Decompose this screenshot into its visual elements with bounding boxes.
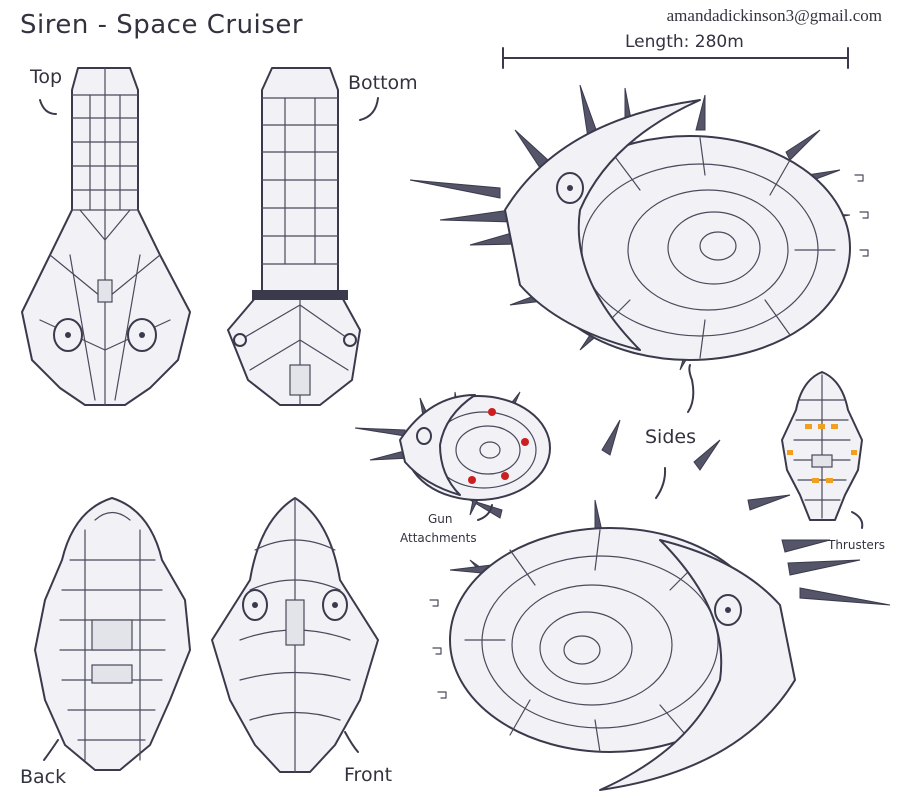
label-front: Front <box>344 764 393 786</box>
side-view-upper-drawing <box>409 84 869 371</box>
gun-mount-2 <box>521 438 529 446</box>
top-leader-line <box>39 99 57 115</box>
thruster-4 <box>787 450 793 455</box>
label-back: Back <box>20 766 67 788</box>
gun-mount-1 <box>488 408 496 416</box>
gun-mount-3 <box>468 476 476 484</box>
sides-leader-bottom <box>655 467 667 499</box>
thruster-1 <box>805 424 812 429</box>
label-gun: Gun <box>428 512 453 526</box>
gun-mount-4 <box>501 472 509 480</box>
length-label: Length: 280m <box>625 32 744 52</box>
thruster-7 <box>826 478 833 483</box>
top-view-drawing <box>21 67 191 406</box>
sides-leader-top <box>687 364 695 413</box>
back-leader-line <box>43 739 59 761</box>
label-thrusters: Thrusters <box>828 538 885 552</box>
thrusters-drawing <box>781 371 863 521</box>
label-bottom: Bottom <box>348 72 418 94</box>
bottom-view-drawing <box>227 67 361 406</box>
thruster-3 <box>831 424 838 429</box>
thruster-2 <box>818 424 825 429</box>
front-view-drawing <box>211 497 379 773</box>
length-scale-bar <box>502 47 849 69</box>
front-leader-line <box>344 731 359 753</box>
back-view-drawing <box>34 497 191 771</box>
thruster-6 <box>812 478 819 483</box>
side-view-lower-drawing <box>429 419 891 791</box>
thrusters-leader-line <box>851 511 864 529</box>
bottom-leader-line <box>359 97 379 121</box>
sheet-title: Siren - Space Cruiser <box>20 10 304 40</box>
label-attachments: Attachments <box>400 531 477 545</box>
label-sides: Sides <box>645 426 696 448</box>
artist-email: amandadickinson3@gmail.com <box>666 6 882 25</box>
gun-attachments-drawing <box>354 391 551 516</box>
label-top: Top <box>30 66 63 88</box>
gun-leader-line <box>477 504 493 521</box>
thruster-5 <box>851 450 857 455</box>
